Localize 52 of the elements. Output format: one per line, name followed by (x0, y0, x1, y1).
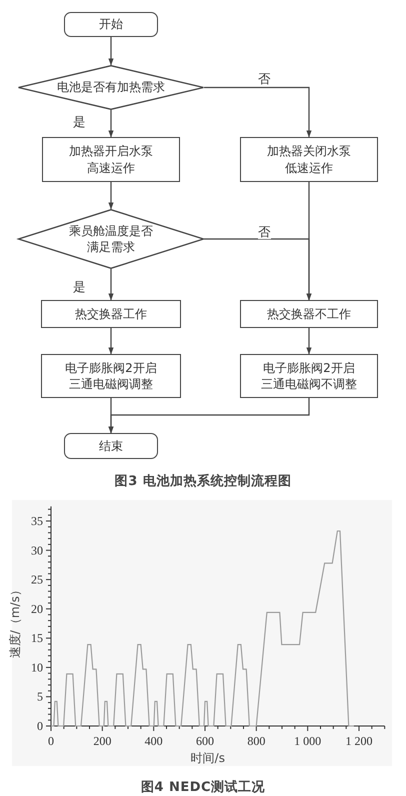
decision-diamond (18, 65, 204, 110)
arrow (108, 37, 114, 66)
tick-label: 400 (144, 734, 163, 748)
node-text: 开始 (99, 16, 123, 33)
node-text: 电子膨胀阀2开启三通电磁阀调整 (64, 360, 158, 392)
node-text: 电子膨胀阀2开启三通电磁阀不调整 (260, 360, 358, 392)
tick-label: 25 (31, 572, 43, 587)
tick-label: 15 (31, 631, 43, 646)
edge-label: 是 (73, 281, 86, 294)
process-box (41, 300, 181, 328)
arrow (306, 328, 312, 354)
arrow (204, 86, 312, 138)
node-text: 电池是否有加热需求 (57, 79, 165, 96)
process-box (240, 137, 378, 182)
arrow (108, 269, 114, 300)
figure-caption: 图4 NEDC测试工况 (140, 779, 266, 796)
arrow (108, 328, 114, 354)
tick-label: 200 (93, 734, 112, 748)
node-text: 热交换器工作 (75, 306, 147, 322)
arrow (108, 110, 114, 138)
tick-label: 1 200 (346, 734, 372, 748)
node-text: 加热器关闭水泵低速运作 (266, 143, 352, 176)
node-text: 热交换器不工作 (267, 306, 351, 322)
node-text: 加热器开启水泵高速运作 (68, 143, 154, 176)
tick-label: 0 (37, 719, 43, 733)
node-text: 乘员舱温度是否满足需求 (68, 222, 154, 256)
figure-caption: 图3 电池加热系统控制流程图 (114, 472, 292, 490)
process-box (41, 354, 181, 398)
process-box (42, 137, 180, 182)
tick-label: 0 (48, 734, 54, 748)
decision-diamond (18, 209, 204, 269)
process-box (240, 300, 378, 328)
tick-label: 600 (196, 734, 214, 748)
axis-title: 速度/（m/s） (8, 584, 22, 658)
tick-label: 10 (31, 660, 43, 674)
terminal-box (64, 12, 158, 37)
tick-label: 800 (247, 734, 266, 748)
edge-label: 是 (73, 116, 86, 128)
arrow (108, 398, 310, 434)
tick-label: 35 (31, 514, 43, 528)
tick-label: 20 (31, 602, 43, 616)
terminal-box (64, 433, 158, 459)
edge-label: 否 (258, 73, 271, 86)
tick-label: 30 (31, 543, 43, 558)
arrow (108, 182, 114, 210)
process-box (240, 354, 378, 398)
arrow (204, 238, 312, 300)
edge-label: 否 (258, 226, 271, 238)
tick-label: 1 000 (294, 734, 322, 748)
tick-label: 5 (37, 690, 43, 704)
axis-title: 时间/s (190, 751, 225, 765)
node-text: 结束 (99, 438, 123, 454)
